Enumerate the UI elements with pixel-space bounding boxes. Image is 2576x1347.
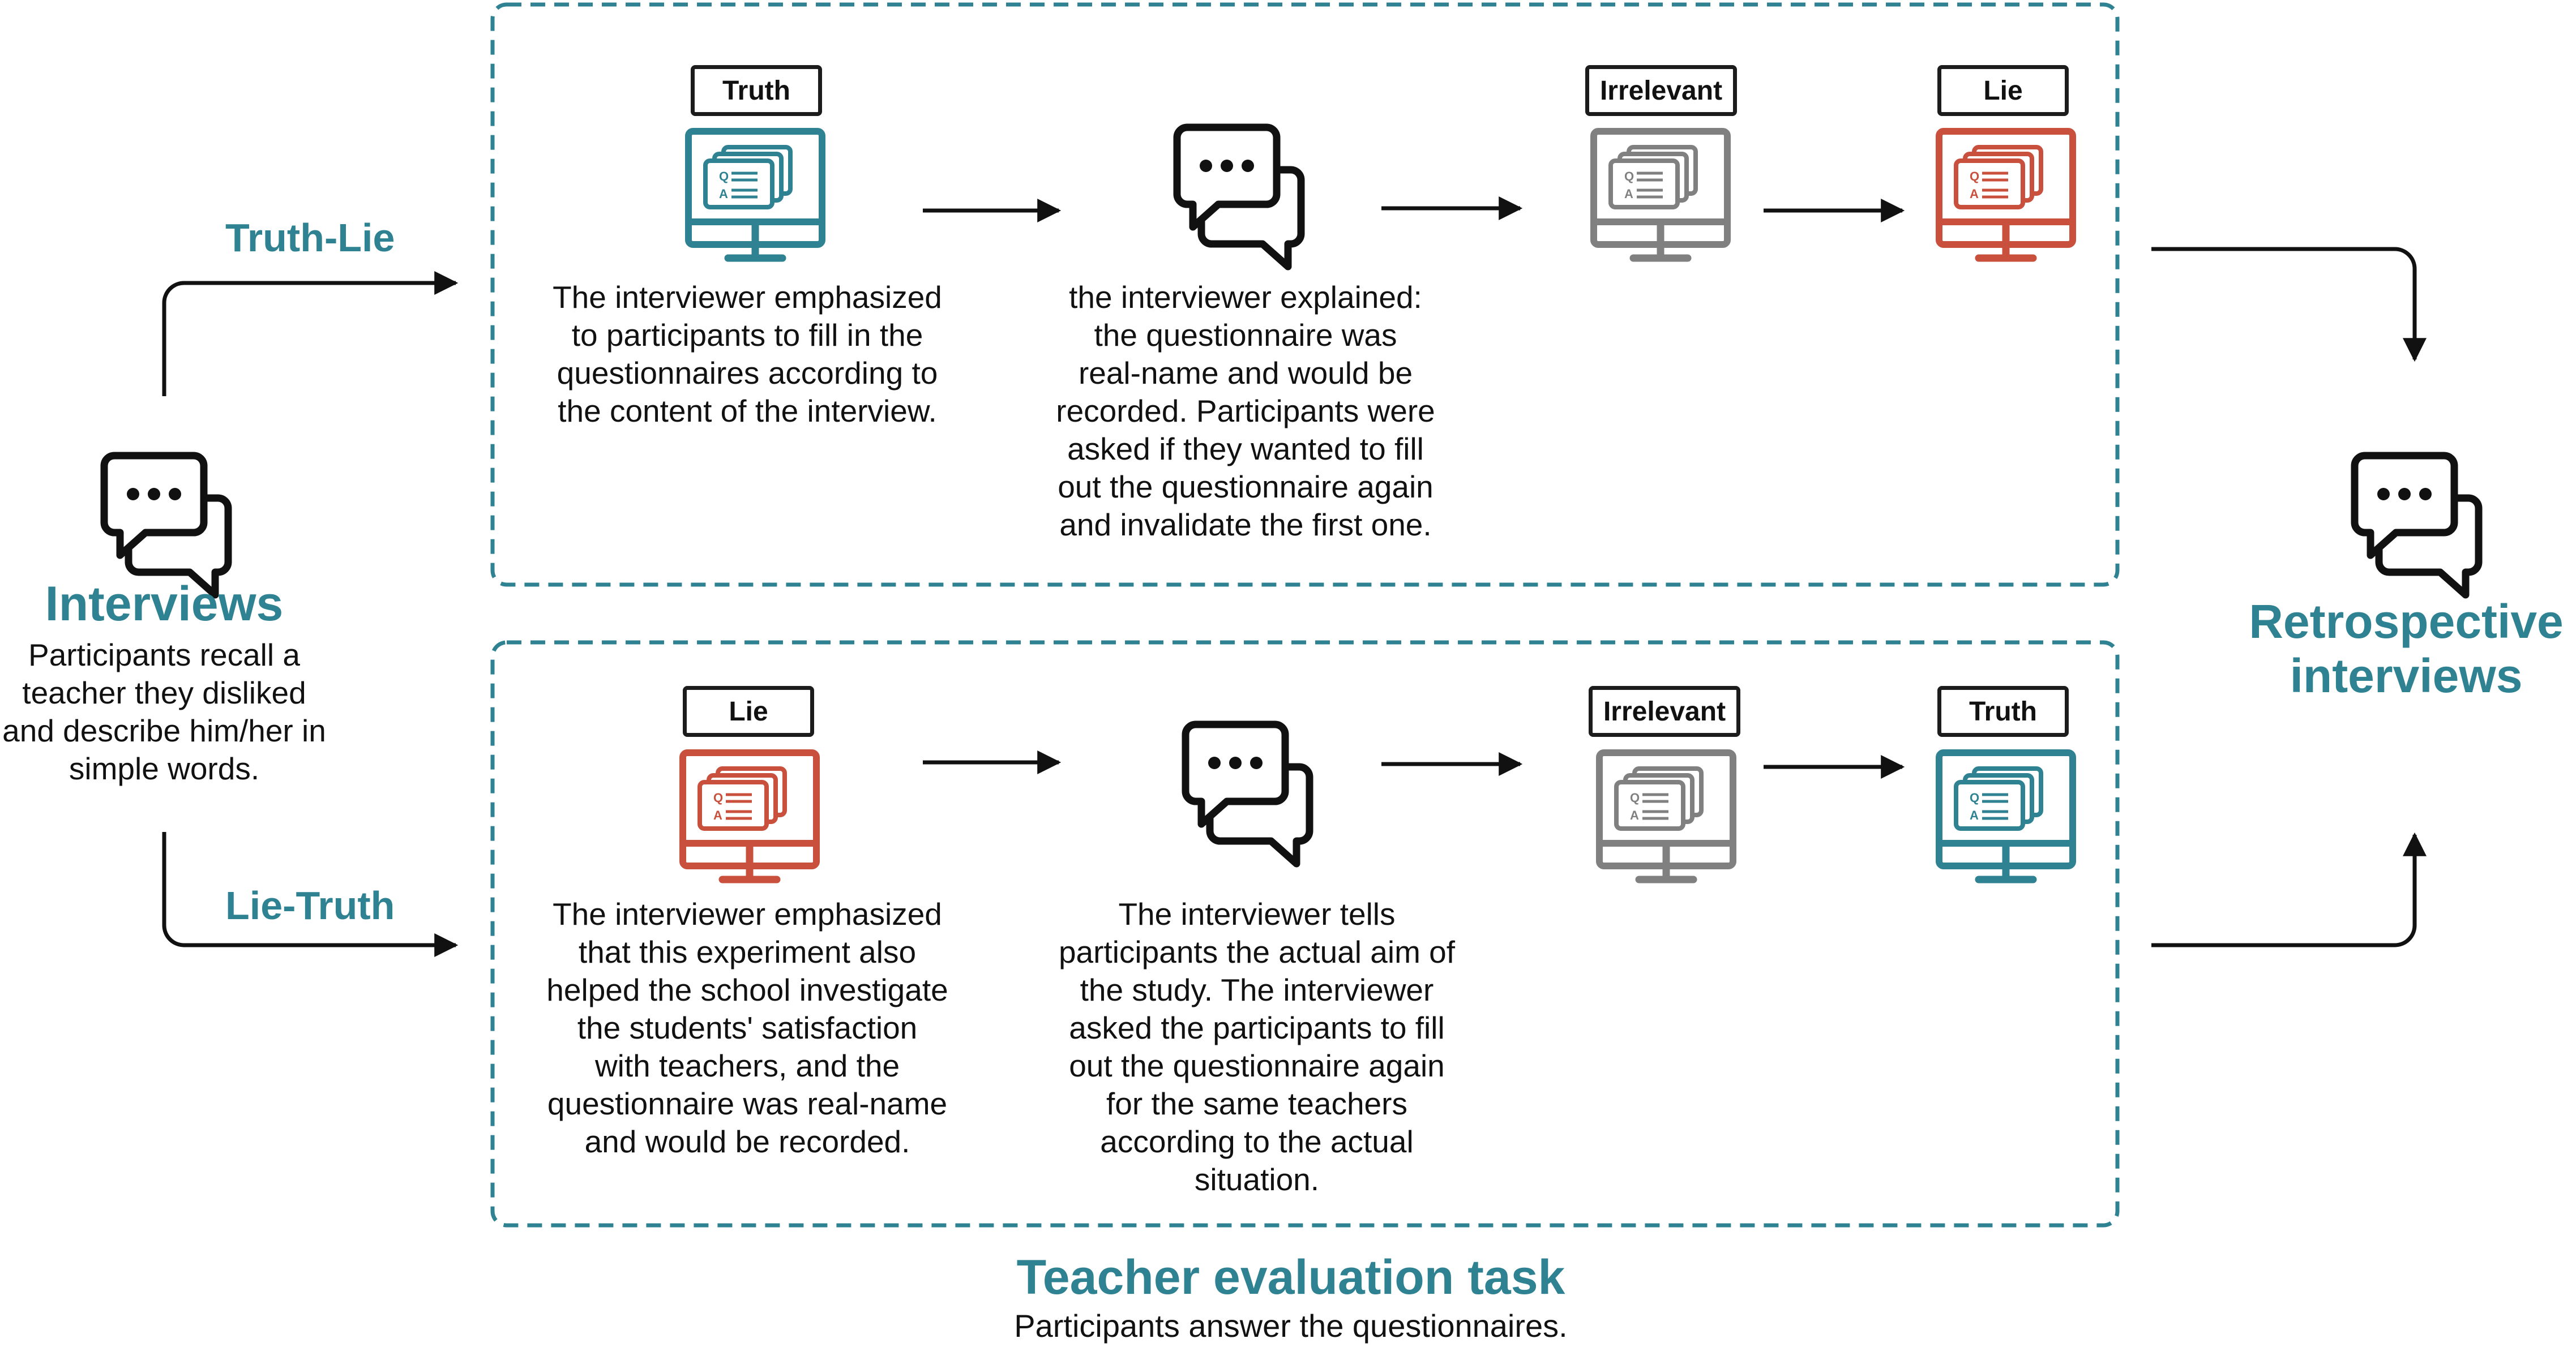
top-truth-label: Truth — [691, 65, 822, 116]
bottom-middle-step-text: The interviewer tells participants the a… — [1058, 896, 1456, 1197]
top-first-step-text: The interviewer emphasized to participan… — [553, 280, 942, 428]
bottom-truth-label: Truth — [1937, 686, 2069, 737]
truth-lie-branch-label: Truth-Lie — [225, 216, 395, 260]
retrospective-title: Retrospective interviews — [2249, 595, 2564, 702]
interviews-description: Participants recall a teacher they disli… — [2, 637, 326, 786]
bottom-lie-label: Lie — [683, 686, 814, 737]
interviews-title: Interviews — [45, 577, 284, 631]
retrospective-chat-icon — [2355, 456, 2479, 595]
interviews-chat-icon — [104, 456, 228, 595]
lie-truth-branch-label: Lie-Truth — [225, 883, 395, 928]
truth-lie-branch-arrow — [162, 271, 459, 396]
truth-lie-task-frame — [490, 2, 2120, 587]
bottom-lie-monitor-icon — [683, 753, 816, 880]
top-middle-chat-icon — [1177, 127, 1301, 267]
to-retrospective-bottom-arrow — [2151, 832, 2427, 947]
task-subtitle: Participants answer the questionnaires. — [1014, 1308, 1568, 1344]
top-irrelevant-label: Irrelevant — [1585, 65, 1737, 116]
task-title: Teacher evaluation task — [1016, 1250, 1565, 1305]
top-lie-label: Lie — [1937, 65, 2069, 116]
bottom-irrelevant-monitor-icon — [1599, 753, 1733, 880]
top-middle-step-text: the interviewer explained: the questionn… — [1056, 280, 1435, 542]
lie-truth-branch-arrow — [162, 832, 459, 957]
lie-truth-task-frame — [490, 640, 2120, 1228]
bottom-irrelevant-label: Irrelevant — [1589, 686, 1740, 737]
top-truth-monitor-icon — [688, 131, 822, 258]
bottom-truth-monitor-icon — [1939, 753, 2073, 880]
bottom-middle-chat-icon — [1186, 724, 1310, 864]
bottom-first-step-text: The interviewer emphasized that this exp… — [546, 896, 948, 1159]
top-irrelevant-monitor-icon — [1594, 131, 1727, 258]
top-lie-monitor-icon — [1939, 131, 2073, 258]
to-retrospective-top-arrow — [2151, 247, 2427, 362]
